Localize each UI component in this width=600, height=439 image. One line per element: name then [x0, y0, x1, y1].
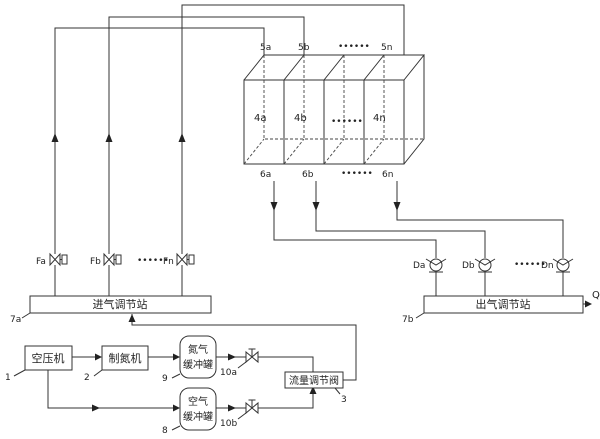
inlet-valve-b[interactable]: [103, 243, 122, 276]
nitrogen-generator: [101, 345, 149, 371]
chamber-bottom-label-a: 6a: [260, 170, 271, 180]
air-compressor: [24, 345, 73, 371]
nitrogen-tank-number: 9: [162, 374, 168, 384]
air-compressor-label: 空压机: [32, 351, 65, 365]
chamber-inner-dots: ••••••: [331, 117, 363, 127]
flow-control-valve-label: 流量调节阀: [289, 374, 339, 387]
flowmeter-label-n: Dn: [541, 261, 554, 271]
air-tank-label-line1: 空气: [188, 395, 208, 408]
flowmeter-b[interactable]: [474, 258, 496, 273]
outlet-arrow-a: [270, 202, 278, 211]
chamber-block: [243, 54, 426, 165]
outlet-pipes: [270, 181, 564, 296]
inlet-valve-n[interactable]: [176, 243, 195, 276]
chamber-right-face: [403, 55, 425, 165]
inlet-arrow-n: [178, 133, 186, 142]
inlet-arrow-a: [51, 133, 59, 142]
chamber-top-label-n: 5n: [381, 43, 392, 53]
inlet-valve-a[interactable]: [49, 243, 68, 276]
outlet-station-label: 出气调节站: [476, 297, 531, 311]
valve-10a[interactable]: [245, 348, 259, 364]
pipe-compressor-to-air-tank: [47, 370, 180, 412]
air-up-arrow: [309, 386, 317, 394]
outlet-station-leader: [415, 312, 425, 319]
nitrogen-buffer-tank: 氮气 缓冲罐: [179, 335, 217, 379]
valve-10b[interactable]: [245, 399, 259, 415]
valve-actuator-icon: [188, 254, 195, 265]
outlet-pipe-lower: [435, 272, 564, 296]
outlet-station-number: 7b: [402, 315, 414, 325]
air-compressor-number: 1: [5, 373, 11, 383]
valve-icon: [245, 401, 259, 415]
chamber-inner-label-n: 4n: [373, 113, 386, 124]
nitrogen-tank-label-line1: 氮气: [188, 343, 208, 356]
valve-10b-number: 10b: [220, 419, 237, 429]
nitrogen-generator-number: 2: [84, 373, 90, 383]
flowmeter-n[interactable]: [552, 258, 574, 273]
valve-icon: [176, 252, 188, 267]
nitrogen-tank-label-line2: 缓冲罐: [183, 358, 213, 371]
chamber-hidden-edges: [243, 55, 424, 165]
chamber-inner-label-b: 4b: [294, 113, 307, 124]
flowmeter-label-a: Da: [413, 261, 425, 271]
inlet-pipes: [51, 4, 405, 296]
output-label: Q: [592, 290, 600, 301]
pipe-flow-valve-to-inlet-station: [131, 314, 357, 381]
air-branch-arrow: [92, 404, 100, 412]
inlet-station-leader: [21, 312, 31, 319]
nitrogen-generator-label: 制氮机: [109, 351, 142, 365]
flow-control-valve-number: 3: [341, 395, 347, 405]
valve-icon: [245, 350, 259, 364]
chamber-bottom-dots: ••••••: [341, 169, 373, 179]
inlet-pipe-lower: [54, 276, 183, 296]
chamber-top-dividers: [283, 54, 385, 81]
air-tank-number: 8: [162, 426, 168, 436]
inlet-valve-label-n: Fn: [163, 257, 174, 267]
chamber-bottom-label-n: 6n: [382, 170, 393, 180]
inlet-pipe-b: [108, 16, 305, 243]
flowmeter-a[interactable]: [425, 258, 447, 273]
valve-icon: [49, 252, 61, 267]
chamber-inner-label-a: 4a: [254, 113, 267, 124]
inlet-arrow-b: [105, 133, 113, 142]
inlet-pipe-a: [54, 27, 265, 243]
valve-actuator-icon: [115, 254, 122, 265]
valve-icon: [103, 252, 115, 267]
valve-10a-number: 10a: [220, 368, 237, 378]
inlet-valve-label-b: Fb: [90, 257, 101, 267]
pipe-valve-b-to-flow-valve: [258, 388, 314, 409]
inlet-pipe-n: [181, 4, 405, 243]
inlet-station-label: 进气调节站: [93, 297, 148, 311]
chamber-top-dots: ••••••: [338, 42, 370, 52]
outlet-arrow-b: [312, 202, 320, 211]
inlet-station: [29, 295, 212, 314]
air-buffer-tank: 空气 缓冲罐: [179, 387, 217, 431]
nitrogen-line-arrow: [228, 353, 236, 361]
valve-actuator-icon: [61, 254, 68, 265]
air-line-arrow: [228, 404, 236, 412]
outlet-dots: ••••••: [514, 260, 546, 270]
air-tank-label-line2: 缓冲罐: [183, 410, 213, 423]
outlet-pipe-n: [396, 181, 564, 258]
inlet-valve-label-a: Fa: [36, 257, 46, 267]
flowmeter-label-b: Db: [462, 261, 475, 271]
pipe-valve-a-to-flow-valve: [258, 356, 314, 372]
chamber-bottom-label-b: 6b: [302, 170, 314, 180]
inlet-dots: ••••••: [137, 256, 169, 266]
inlet-station-number: 7a: [10, 315, 21, 325]
outlet-arrow-n: [393, 202, 401, 211]
inlet-station-arrow: [128, 314, 136, 322]
chamber-top-label-a: 5a: [260, 43, 271, 53]
